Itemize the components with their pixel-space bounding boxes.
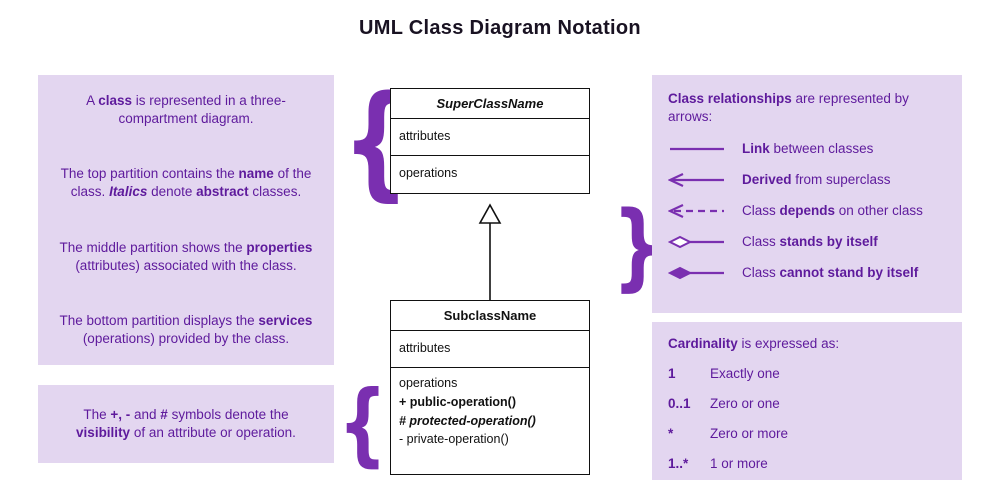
superclass-box: SuperClassName attributes operations bbox=[390, 88, 590, 194]
protected-operation-line: # protected-operation() bbox=[399, 413, 536, 428]
cardinality-symbol: * bbox=[668, 426, 674, 442]
relationship-label: Derived from superclass bbox=[742, 171, 891, 187]
services-partition-paragraph: The bottom partition displays the servic… bbox=[59, 312, 313, 346]
name-partition-paragraph: The top partition contains the name of t… bbox=[60, 166, 312, 200]
cardinality-row: 0..1 Zero or one bbox=[668, 395, 946, 413]
derived-arrow-icon bbox=[668, 172, 724, 187]
inheritance-arrow-icon bbox=[478, 203, 502, 300]
relationships-panel: Class relationships are represented by a… bbox=[652, 75, 962, 313]
private-operation-line: - private-operation() bbox=[399, 432, 509, 447]
cardinality-panel: Cardinality is expressed as: 1 Exactly o… bbox=[652, 322, 962, 480]
relationships-heading: Class relationships are represented by a… bbox=[668, 91, 909, 125]
page-title: UML Class Diagram Notation bbox=[359, 17, 641, 39]
properties-partition-paragraph: The middle partition shows the propertie… bbox=[59, 239, 313, 273]
cardinality-row: 1 Exactly one bbox=[668, 365, 946, 383]
cardinality-symbol: 0..1 bbox=[668, 396, 691, 412]
cardinality-symbol: 1 bbox=[668, 366, 676, 382]
relationship-label: Class depends on other class bbox=[742, 202, 923, 218]
cardinality-meaning: Exactly one bbox=[710, 366, 780, 382]
superclass-operations-compartment: operations bbox=[399, 166, 458, 180]
relationship-row-depends: Class depends on other class bbox=[668, 195, 946, 226]
relationship-label: Class cannot stand by itself bbox=[742, 264, 919, 280]
superclass-name: SuperClassName bbox=[391, 89, 589, 119]
relationship-row-link: Link between classes bbox=[668, 133, 946, 164]
relationship-label: Link between classes bbox=[742, 140, 874, 156]
cardinality-row: 1..* 1 or more bbox=[668, 455, 946, 473]
cardinality-heading: Cardinality is expressed as: bbox=[668, 336, 840, 351]
relationship-row-aggregation: Class stands by itself bbox=[668, 226, 946, 257]
superclass-attributes-compartment: attributes bbox=[391, 119, 589, 156]
cardinality-meaning: 1 or more bbox=[710, 456, 768, 472]
subclass-attributes-compartment: attributes bbox=[391, 331, 589, 368]
public-operation-line: + public-operation() bbox=[399, 394, 517, 409]
cardinality-meaning: Zero or one bbox=[710, 396, 780, 412]
depends-dashed-arrow-icon bbox=[668, 203, 724, 218]
cardinality-row: * Zero or more bbox=[668, 425, 946, 443]
composition-diamond-icon bbox=[668, 266, 724, 279]
operations-label: operations bbox=[399, 376, 458, 390]
relationship-row-composition: Class cannot stand by itself bbox=[668, 257, 946, 288]
cardinality-meaning: Zero or more bbox=[710, 426, 789, 442]
class-paragraph: A class is represented in a three-compar… bbox=[86, 93, 286, 127]
visibility-panel: The +, - and # symbols denote the visibi… bbox=[38, 385, 334, 463]
aggregation-diamond-icon bbox=[668, 235, 724, 248]
relationship-label: Class stands by itself bbox=[742, 233, 878, 249]
subclass-box: SubclassName attributes operations + pub… bbox=[390, 300, 590, 475]
relationship-row-derived: Derived from superclass bbox=[668, 164, 946, 195]
cardinality-symbol: 1..* bbox=[668, 456, 689, 472]
subclass-operations-compartment: operations + public-operation() # protec… bbox=[391, 368, 589, 474]
class-description-panel: A class is represented in a three-compar… bbox=[38, 75, 334, 365]
subclass-name: SubclassName bbox=[391, 301, 589, 331]
visibility-brace: { bbox=[338, 371, 388, 477]
visibility-text: The +, - and # symbols denote the visibi… bbox=[76, 406, 296, 440]
link-line-icon bbox=[670, 147, 724, 150]
